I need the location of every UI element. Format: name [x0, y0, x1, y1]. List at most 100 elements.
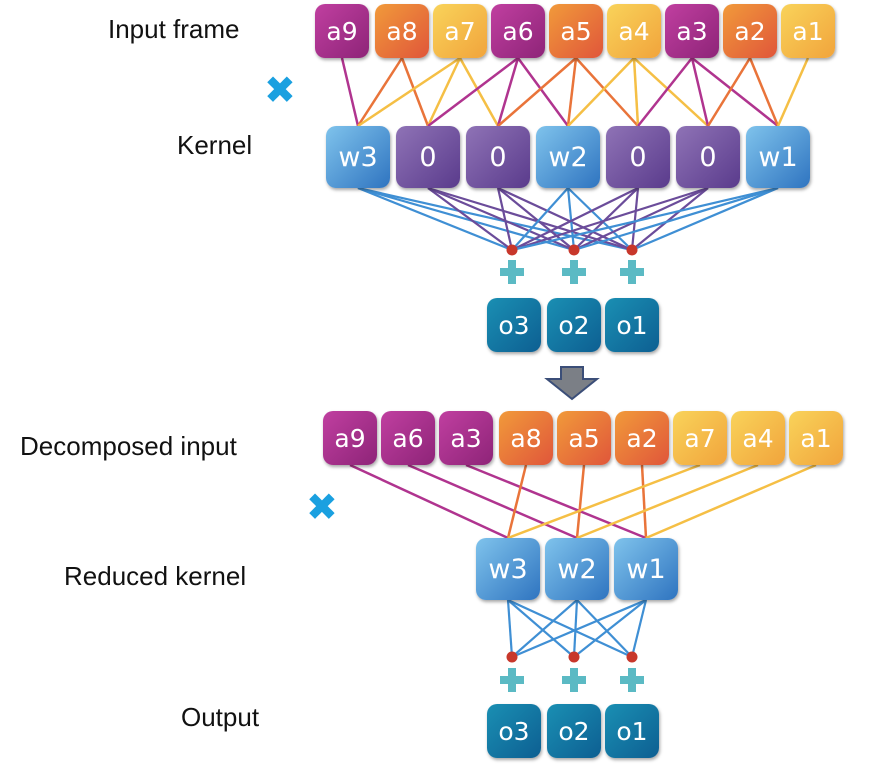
reduced-kernel-sum-line: [576, 599, 633, 658]
plus-icon: [620, 668, 644, 692]
decomposed-box-a5: a5: [557, 411, 611, 465]
input-kernel-line: [632, 57, 640, 127]
plus-icon: [562, 668, 586, 692]
input-kernel-line: [356, 57, 404, 127]
reduced-kernel-sum-line: [511, 599, 578, 658]
input-kernel-line: [633, 57, 709, 127]
reduced-kernel-sum-line: [572, 599, 579, 658]
decomposed-box-a1: a1: [789, 411, 843, 465]
input-box-a4: a4: [607, 4, 661, 58]
decomposed-kernel-line: [465, 463, 647, 540]
decomposed-kernel-line: [645, 463, 817, 540]
input-box-a9: a9: [315, 4, 369, 58]
kernel-box-zero: 0: [606, 126, 670, 188]
decomposed-box-a7: a7: [673, 411, 727, 465]
kernel-box-w1: w1: [746, 126, 810, 188]
input-kernel-line: [748, 57, 780, 127]
kernel-box-zero: 0: [466, 126, 530, 188]
input-box-a2: a2: [723, 4, 777, 58]
output-box-o1: o1: [605, 298, 659, 352]
kernel-sum-line: [427, 186, 575, 252]
input-kernel-line: [566, 57, 578, 127]
kernel-sum-line: [357, 186, 575, 252]
input-box-a6: a6: [491, 4, 545, 58]
reduced-kernel-sum-line: [511, 598, 647, 659]
kernel-box-w3: w3: [326, 126, 390, 188]
sum-node-dot: [568, 651, 580, 663]
kernel-box-w2: w2: [536, 126, 600, 188]
kernel-sum-line: [630, 187, 640, 251]
reduced-kernel-box-w1: w1: [614, 538, 678, 600]
input-kernel-line: [690, 57, 710, 127]
kernel-sum-line: [496, 187, 514, 251]
kernel-sum-line: [427, 187, 513, 251]
input-box-a1: a1: [781, 4, 835, 58]
sum-node-dot: [506, 651, 518, 663]
input-kernel-line: [427, 57, 519, 127]
decomposed-kernel-line: [407, 463, 578, 540]
decomposed-box-a3: a3: [439, 411, 493, 465]
kernel-sum-line: [566, 187, 576, 251]
kernel-sum-line: [357, 186, 513, 252]
decomposed-kernel-line: [349, 463, 509, 540]
sum-node-dot: [506, 244, 518, 256]
decomposed-kernel-line: [576, 463, 759, 540]
reduced-kernel-sum-line: [507, 599, 633, 658]
sum-node-dot: [626, 244, 638, 256]
input-kernel-line: [426, 57, 462, 127]
kernel-sum-line: [573, 186, 779, 252]
kernel-sum-line: [631, 187, 709, 251]
plus-icon: [620, 260, 644, 284]
kernel-sum-line: [567, 187, 633, 251]
output-box-o3: o3: [487, 704, 541, 758]
input-kernel-line: [776, 57, 810, 127]
label-output: Output: [181, 702, 260, 732]
kernel-sum-line: [631, 186, 779, 252]
reduced-kernel-sum-line: [630, 599, 648, 658]
kernel-sum-line: [497, 187, 575, 251]
input-box-a8: a8: [375, 4, 429, 58]
input-kernel-line: [340, 57, 360, 127]
kernel-sum-line: [511, 187, 639, 251]
input-kernel-line: [458, 57, 500, 127]
decomposed-kernel-line: [506, 464, 528, 539]
sum-node-dot: [626, 651, 638, 663]
multiply-cross-icon: ✖: [306, 485, 338, 529]
kernel-sum-line: [573, 187, 639, 251]
input-kernel-line: [691, 57, 779, 127]
output-box-o2: o2: [547, 704, 601, 758]
input-kernel-line: [575, 57, 639, 127]
plus-icon: [500, 260, 524, 284]
decomposed-box-a4: a4: [731, 411, 785, 465]
input-kernel-line: [706, 57, 752, 127]
reduced-kernel-box-w2: w2: [545, 538, 609, 600]
input-box-a5: a5: [549, 4, 603, 58]
decomposed-kernel-line: [640, 464, 648, 539]
decomposed-kernel-line: [507, 463, 701, 540]
label-kernel: Kernel: [177, 130, 253, 160]
output-box-o2: o2: [547, 298, 601, 352]
label-decomposed-input: Decomposed input: [20, 431, 237, 461]
input-kernel-line: [400, 57, 430, 127]
kernel-sum-line: [511, 187, 569, 251]
label-input-frame: Input frame: [108, 14, 240, 44]
kernel-sum-line: [357, 186, 633, 252]
reduced-kernel-sum-line: [573, 599, 647, 658]
reduced-kernel-sum-line: [506, 599, 514, 658]
input-kernel-line: [357, 56, 461, 128]
kernel-sum-line: [511, 186, 709, 252]
decomposed-box-a6: a6: [381, 411, 435, 465]
decomposed-box-a8: a8: [499, 411, 553, 465]
input-kernel-line: [567, 57, 635, 127]
label-reduced-kernel: Reduced kernel: [64, 561, 247, 591]
input-kernel-line: [496, 57, 520, 127]
input-kernel-line: [497, 57, 577, 127]
multiply-cross-icon: ✖: [264, 68, 296, 112]
reduced-kernel-box-w3: w3: [476, 538, 540, 600]
input-kernel-line: [516, 57, 570, 127]
reduced-kernel-sum-line: [507, 599, 575, 658]
decomposed-box-a9: a9: [323, 411, 377, 465]
input-box-a7: a7: [433, 4, 487, 58]
sum-node-dot: [568, 244, 580, 256]
